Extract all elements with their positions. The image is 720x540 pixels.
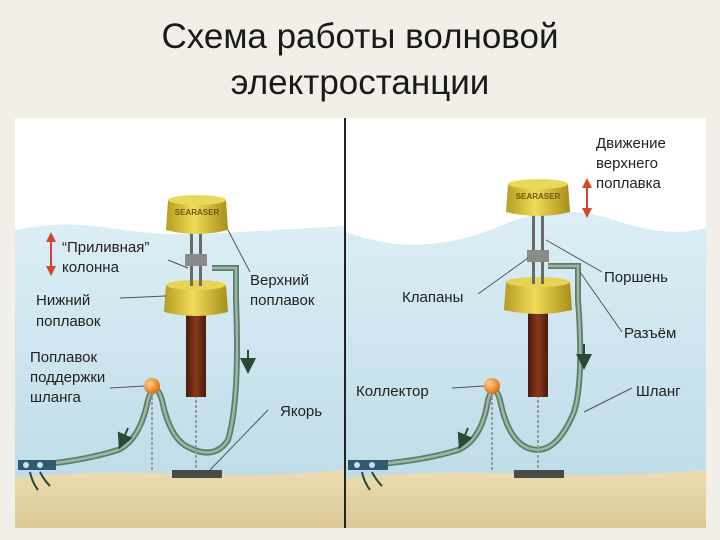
left-seabed bbox=[15, 470, 345, 528]
left-upper-float-top bbox=[168, 195, 226, 205]
right-float-brand: SEARASER bbox=[516, 192, 561, 201]
label-upper-float-motion: Движение верхнего поплавка bbox=[596, 135, 670, 192]
right-collector-bolt bbox=[354, 462, 360, 468]
right-flow-arrows bbox=[361, 471, 383, 491]
right-water bbox=[346, 211, 706, 528]
right-anchor-plate bbox=[514, 470, 564, 478]
label-lower-float: Нижний поплавок bbox=[36, 292, 101, 330]
right-flow-arrow bbox=[457, 427, 473, 450]
left-lower-float bbox=[164, 285, 228, 316]
label-hose-support-float: Поплавок поддержки шланга bbox=[30, 349, 109, 406]
right-motion-arrow-heads bbox=[582, 178, 592, 218]
right-lower-float-top bbox=[506, 277, 570, 287]
right-hose-support-float bbox=[484, 378, 500, 394]
left-flow-arrow bbox=[117, 427, 133, 450]
left-lower-float-top bbox=[166, 280, 226, 290]
right-piston-rod bbox=[532, 214, 535, 284]
right-upper-float bbox=[506, 184, 570, 216]
left-leader bbox=[109, 385, 145, 389]
label-piston: Поршень bbox=[604, 269, 668, 286]
left-panel: SEARASER “Приливная” колонна Нижний попл… bbox=[15, 118, 345, 528]
page-title: Схема работы волновой электростанции bbox=[0, 14, 720, 106]
label-valves: Клапаны bbox=[402, 289, 463, 306]
label-hose: Шланг bbox=[636, 383, 681, 400]
label-upper-float: Верхний поплавок bbox=[250, 272, 315, 309]
right-collector bbox=[348, 460, 388, 470]
label-tidal-column: “Приливная” колонна bbox=[62, 239, 154, 276]
left-leader bbox=[167, 259, 189, 269]
left-anchor-plate bbox=[172, 470, 222, 478]
right-leader bbox=[477, 257, 529, 295]
right-lower-float bbox=[504, 282, 572, 314]
left-tidal-column bbox=[186, 305, 206, 397]
left-leader bbox=[227, 229, 251, 273]
left-water bbox=[15, 224, 345, 528]
right-leader bbox=[545, 239, 603, 273]
left-motion-arrow-heads bbox=[46, 232, 56, 276]
right-upper-float-top bbox=[508, 179, 568, 189]
left-float-brand: SEARASER bbox=[175, 208, 220, 217]
left-upper-float bbox=[166, 200, 228, 234]
left-hose-support-float bbox=[144, 378, 160, 394]
left-hose-highlight bbox=[24, 266, 239, 468]
right-valve-block bbox=[527, 250, 549, 262]
right-column bbox=[528, 305, 548, 397]
right-leader bbox=[579, 271, 623, 333]
left-flow-arrows bbox=[29, 471, 51, 491]
right-seabed bbox=[346, 470, 706, 528]
right-leader bbox=[583, 387, 633, 413]
right-collector-bolt bbox=[369, 462, 375, 468]
right-panel: SEARASER Движение верхнего поплавка Порш… bbox=[346, 118, 706, 528]
label-anchor: Якорь bbox=[280, 403, 322, 420]
title-line-1: Схема работы волновой bbox=[161, 17, 559, 56]
right-leader bbox=[451, 385, 485, 389]
label-collector: Коллектор bbox=[356, 383, 429, 400]
left-collector-bolt bbox=[23, 462, 29, 468]
title-line-2: электростанции bbox=[230, 63, 490, 102]
right-hose-highlight bbox=[354, 264, 582, 468]
label-connector: Разъём bbox=[624, 325, 676, 342]
right-piston-rod bbox=[541, 214, 544, 284]
left-leader bbox=[209, 409, 269, 471]
left-leader bbox=[119, 295, 167, 299]
left-collector-bolt bbox=[37, 462, 43, 468]
left-valve-block bbox=[185, 254, 207, 266]
